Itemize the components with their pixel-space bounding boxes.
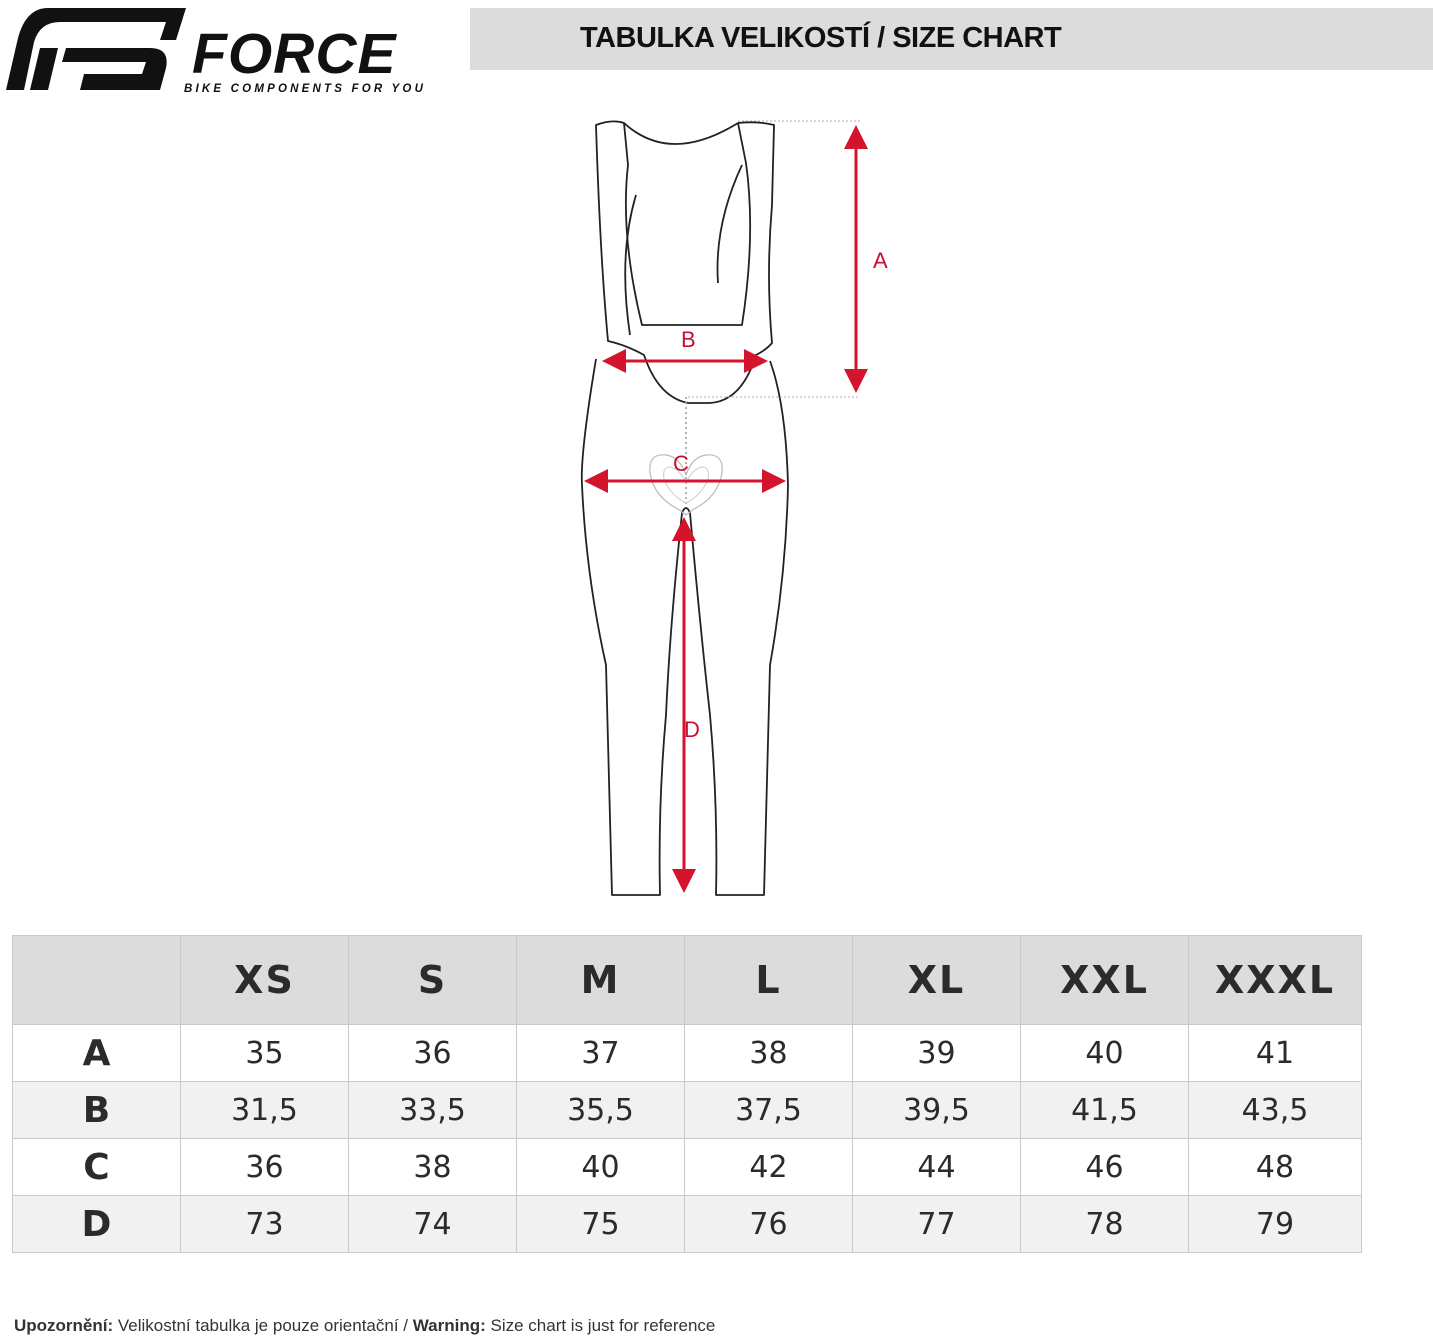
force-f-icon xyxy=(6,8,186,90)
title-banner xyxy=(470,8,1433,70)
measure-d-label: D xyxy=(684,717,700,742)
table-cell: 33,5 xyxy=(348,1081,517,1139)
size-header-xxxl: XXXL xyxy=(1188,935,1362,1025)
header-empty-cell xyxy=(12,935,181,1025)
table-cell: 41,5 xyxy=(1020,1081,1189,1139)
brand-tagline: BIKE COMPONENTS FOR YOU xyxy=(184,83,427,95)
table-cell: 40 xyxy=(1020,1024,1189,1082)
row-label-b: B xyxy=(12,1081,181,1139)
table-cell: 44 xyxy=(852,1138,1021,1196)
bib-tights-diagram: A B C D xyxy=(560,105,920,915)
size-header-xs: XS xyxy=(180,935,349,1025)
size-header-l: L xyxy=(684,935,853,1025)
warning-en-text: Size chart is just for reference xyxy=(485,1316,716,1335)
brand-wordmark: FORCE xyxy=(192,22,397,86)
table-cell: 39 xyxy=(852,1024,1021,1082)
size-header-m: M xyxy=(516,935,685,1025)
table-cell: 74 xyxy=(348,1195,517,1253)
row-label-a: A xyxy=(12,1024,181,1082)
table-cell: 76 xyxy=(684,1195,853,1253)
table-row: A 35 36 37 38 39 40 41 xyxy=(12,1024,1362,1082)
table-cell: 40 xyxy=(516,1138,685,1196)
table-cell: 42 xyxy=(684,1138,853,1196)
measure-b-label: B xyxy=(681,327,696,352)
table-cell: 37 xyxy=(516,1024,685,1082)
table-cell: 77 xyxy=(852,1195,1021,1253)
header: TABULKA VELIKOSTÍ / SIZE CHART xyxy=(0,0,1433,82)
row-label-c: C xyxy=(12,1138,181,1196)
table-cell: 35,5 xyxy=(516,1081,685,1139)
table-cell: 36 xyxy=(180,1138,349,1196)
measure-c-label: C xyxy=(673,451,689,476)
table-cell: 35 xyxy=(180,1024,349,1082)
table-row: B 31,5 33,5 35,5 37,5 39,5 41,5 43,5 xyxy=(12,1081,1362,1139)
table-cell: 79 xyxy=(1188,1195,1362,1253)
table-row: D 73 74 75 76 77 78 79 xyxy=(12,1195,1362,1253)
table-cell: 37,5 xyxy=(684,1081,853,1139)
disclaimer-footer: Upozornění: Velikostní tabulka je pouze … xyxy=(14,1316,715,1336)
table-cell: 31,5 xyxy=(180,1081,349,1139)
table-cell: 38 xyxy=(684,1024,853,1082)
measure-a-label: A xyxy=(873,248,888,273)
row-label-d: D xyxy=(12,1195,181,1253)
table-cell: 78 xyxy=(1020,1195,1189,1253)
table-cell: 39,5 xyxy=(852,1081,1021,1139)
table-cell: 48 xyxy=(1188,1138,1362,1196)
size-header-xl: XL xyxy=(852,935,1021,1025)
table-cell: 36 xyxy=(348,1024,517,1082)
table-cell: 73 xyxy=(180,1195,349,1253)
size-header-s: S xyxy=(348,935,517,1025)
page-title: TABULKA VELIKOSTÍ / SIZE CHART xyxy=(580,22,1062,54)
warning-cz-text: Velikostní tabulka je pouze orientační / xyxy=(113,1316,413,1335)
size-header-row: XS S M L XL XXL XXXL xyxy=(12,935,1362,1025)
bib-tights-outline xyxy=(580,120,868,896)
table-cell: 41 xyxy=(1188,1024,1362,1082)
size-header-xxl: XXL xyxy=(1020,935,1189,1025)
size-chart-table: XS S M L XL XXL XXXL A 35 36 37 38 39 40… xyxy=(12,935,1362,1253)
table-cell: 43,5 xyxy=(1188,1081,1362,1139)
force-logo: FORCE BIKE COMPONENTS FOR YOU xyxy=(0,0,500,100)
table-cell: 38 xyxy=(348,1138,517,1196)
table-cell: 75 xyxy=(516,1195,685,1253)
warning-cz-label: Upozornění: xyxy=(14,1316,114,1335)
table-row: C 36 38 40 42 44 46 48 xyxy=(12,1138,1362,1196)
table-cell: 46 xyxy=(1020,1138,1189,1196)
warning-en-label: Warning: xyxy=(412,1316,486,1335)
